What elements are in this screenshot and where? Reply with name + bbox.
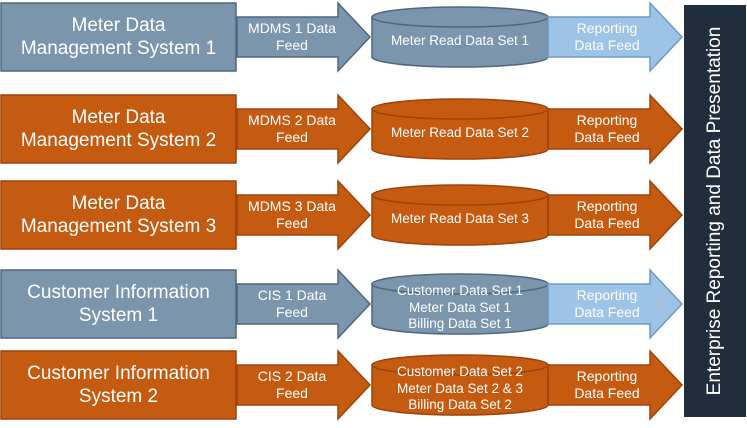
reporting-feed-arrow	[547, 268, 684, 340]
data-feed-label: MDMS 1 Data Feed	[248, 19, 336, 53]
dataset-cylinder-body	[371, 16, 549, 68]
data-feed-label: CIS 2 Data Feed	[257, 367, 327, 401]
data-feed-arrow	[236, 1, 372, 73]
dataset-label: Meter Read Data Set 1	[390, 32, 530, 48]
source-system-label: Customer Information System 1	[27, 281, 210, 326]
reporting-feed-arrow	[547, 93, 684, 165]
reporting-feed-label: Reporting Data Feed	[574, 367, 640, 401]
data-feed-label: MDMS 2 Data Feed	[248, 111, 336, 145]
source-system-label: Customer Information System 2	[27, 362, 210, 407]
dataset-label: Customer Data Set 1 Meter Data Set 1 Bil…	[396, 282, 524, 332]
enterprise-reporting-label: Enterprise Reporting and Data Presentati…	[704, 26, 725, 396]
dataset-cylinder-body	[371, 194, 549, 246]
dataset-cylinder-body	[371, 283, 549, 335]
reporting-feed-label: Reporting Data Feed	[574, 19, 640, 53]
source-system-box	[0, 180, 237, 250]
source-system-label: Meter Data Management System 3	[20, 192, 217, 237]
dataset-cylinder-body	[371, 108, 549, 160]
reporting-feed-label: Reporting Data Feed	[574, 111, 640, 145]
source-system-label: Meter Data Management System 1	[20, 14, 217, 59]
source-system-box	[0, 94, 237, 164]
dataset-cylinder-body	[371, 364, 549, 416]
source-system-box	[0, 269, 237, 339]
dataset-label: Customer Data Set 2 Meter Data Set 2 & 3…	[396, 363, 524, 413]
reporting-feed-arrow	[547, 179, 684, 251]
reporting-feed-arrow	[547, 1, 684, 73]
data-feed-arrow	[236, 268, 372, 340]
data-feed-label: MDMS 3 Data Feed	[248, 197, 336, 231]
reporting-feed-arrow	[547, 349, 684, 421]
source-system-label: Meter Data Management System 2	[20, 106, 217, 151]
reporting-feed-label: Reporting Data Feed	[574, 197, 640, 231]
data-feed-arrow	[236, 349, 372, 421]
dataset-label: Meter Read Data Set 3	[390, 210, 530, 226]
data-feed-label: CIS 1 Data Feed	[257, 286, 327, 320]
reporting-feed-label: Reporting Data Feed	[574, 286, 640, 320]
data-feed-arrow	[236, 179, 372, 251]
enterprise-reporting-panel: Enterprise Reporting and Data Presentati…	[684, 5, 746, 417]
dataset-label: Meter Read Data Set 2	[390, 124, 530, 140]
source-system-box	[0, 2, 237, 72]
data-feed-arrow	[236, 93, 372, 165]
source-system-box	[0, 350, 237, 420]
